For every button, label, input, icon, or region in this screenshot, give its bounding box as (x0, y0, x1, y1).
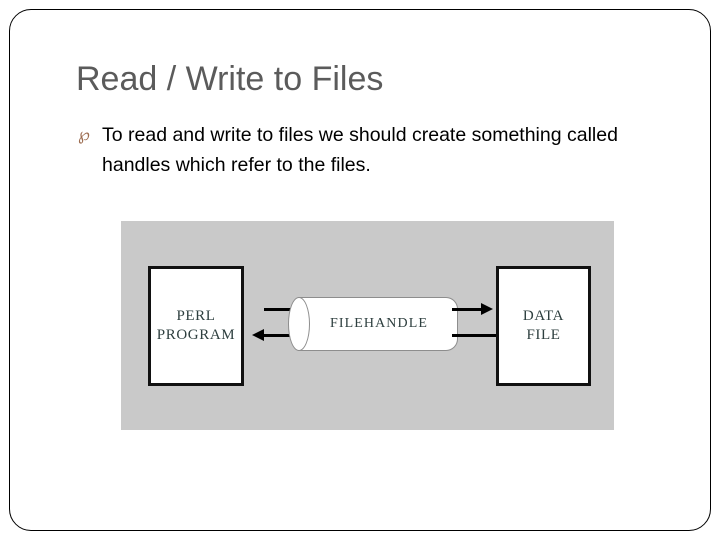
cylinder-body (298, 297, 446, 351)
body-content: ℘ To read and write to files we should c… (78, 120, 678, 180)
bullet-text: To read and write to files we should cre… (102, 124, 618, 176)
bullet-item: ℘ To read and write to files we should c… (78, 120, 678, 180)
diagram-node-filehandle: FILEHANDLE (288, 297, 458, 351)
cylinder-right-cap (434, 297, 458, 351)
filehandle-diagram: PERL PROGRAM FILEHANDLE DATA FILE (121, 221, 614, 430)
decorative-swirl-bullet-icon: ℘ (78, 125, 90, 145)
diagram-node-data-file: DATA FILE (496, 266, 591, 386)
diagram-node-filehandle-label: FILEHANDLE (329, 316, 429, 331)
arrow-right-icon (481, 303, 493, 315)
connector-perl-to-filehandle-line (264, 308, 298, 311)
connector-filehandle-to-datafile-line (452, 308, 482, 311)
connector-datafile-to-filehandle-line (452, 334, 496, 337)
cylinder-left-cap (288, 297, 310, 351)
diagram-node-data-file-label: DATA FILE (522, 308, 565, 343)
connector-filehandle-to-perl-line (264, 334, 294, 337)
arrow-left-icon (252, 329, 264, 341)
diagram-node-perl-program-label: PERL PROGRAM (156, 308, 236, 343)
diagram-node-perl-program: PERL PROGRAM (148, 266, 244, 386)
page-title: Read / Write to Files (76, 60, 384, 98)
